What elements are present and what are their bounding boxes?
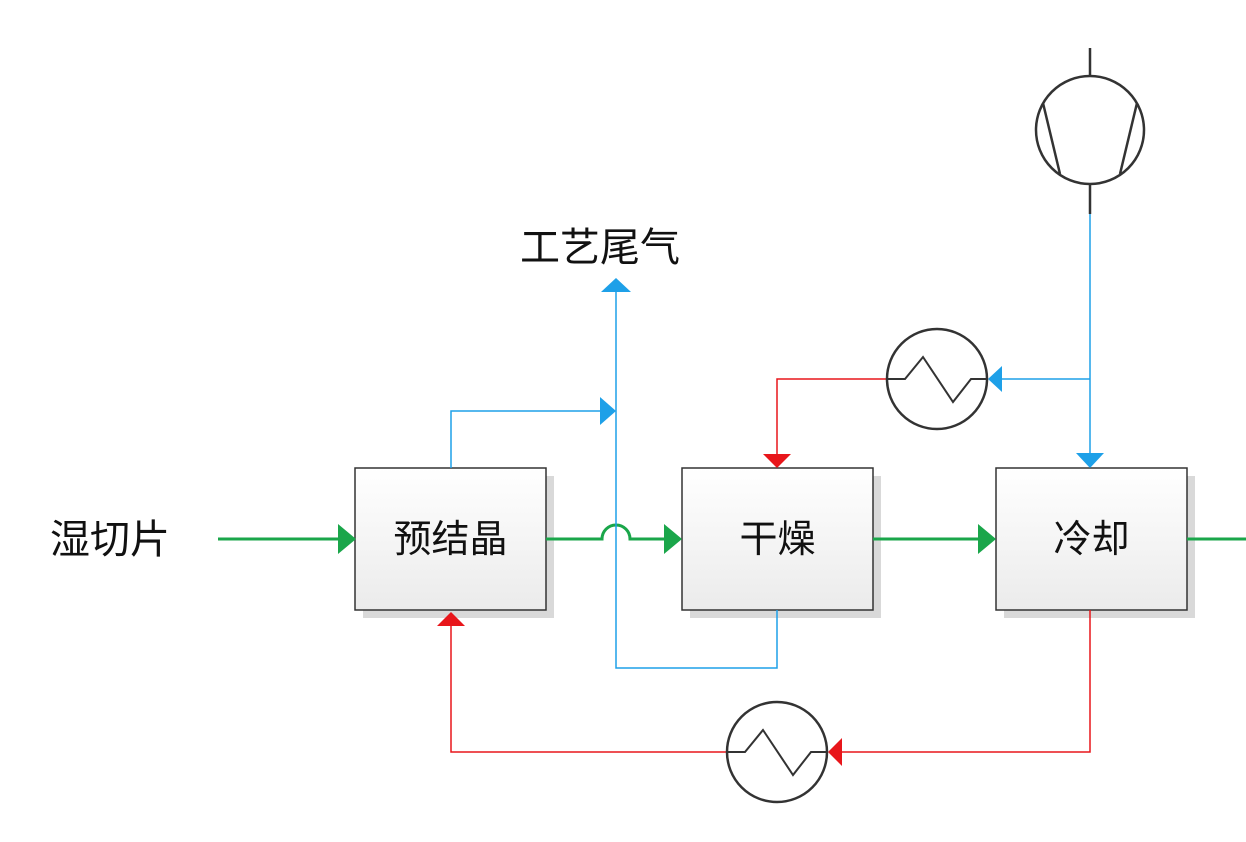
dry-box-label: 干燥 <box>739 517 816 561</box>
hot-air-lines <box>450 378 1091 753</box>
heat-exchanger-bottom-icon <box>725 700 829 804</box>
cool-inlet-arrowhead <box>978 524 996 554</box>
blower-icon <box>1034 48 1146 214</box>
air-lines <box>450 204 1091 669</box>
cool-air-inlet-arrowhead <box>1076 453 1104 468</box>
dry-off-gas-line <box>615 292 778 669</box>
cool-box <box>995 467 1188 611</box>
off-gas-merge-arrowhead <box>600 397 616 425</box>
cool-to-heater-line <box>842 610 1091 753</box>
heater-to-precrystallize-line <box>450 626 727 753</box>
heater-to-dry-line <box>776 378 886 456</box>
precrystallize-off-gas-line <box>450 410 606 468</box>
dry-hot-air-arrowhead <box>763 454 791 468</box>
exhaust-arrowhead <box>601 278 631 292</box>
input-label: 湿切片 <box>50 517 170 563</box>
precrystallize-to-dry-line <box>546 523 668 541</box>
precrystallize-box-label: 预结晶 <box>393 517 508 561</box>
input-arrowhead <box>338 524 356 554</box>
precrystallize-hot-air-arrowhead <box>437 612 465 626</box>
exhaust-label: 工艺尾气 <box>520 225 680 271</box>
cool-box-label: 冷却 <box>1053 517 1130 561</box>
heater-top-inlet-arrowhead <box>988 366 1002 392</box>
heat-exchanger-top-icon <box>885 327 989 431</box>
bottom-heater-inlet-arrowhead <box>828 738 842 766</box>
dry-inlet-arrowhead <box>664 524 682 554</box>
